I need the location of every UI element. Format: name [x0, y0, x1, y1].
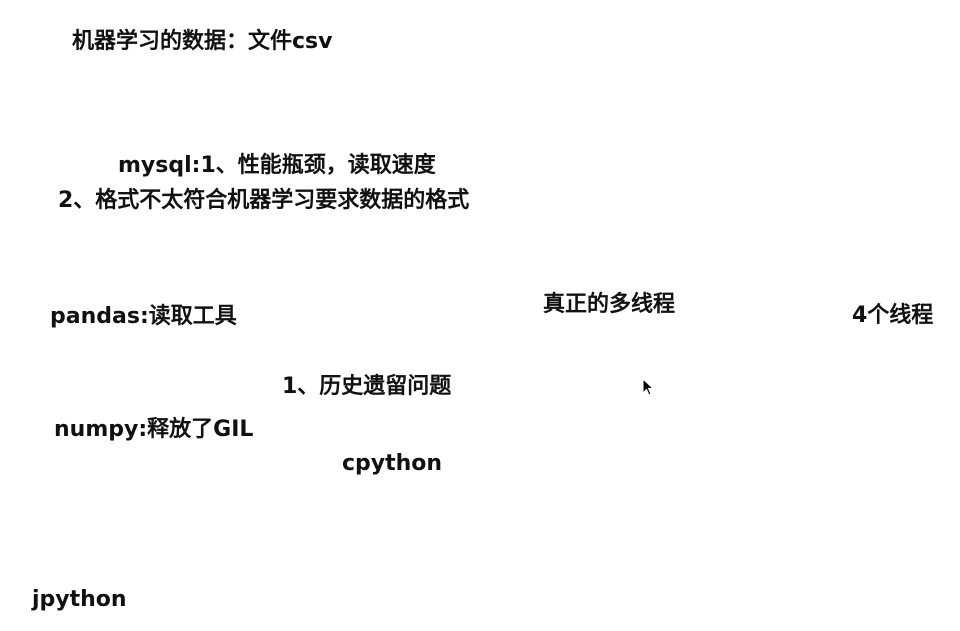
- note-mysql-line1: mysql:1、性能瓶颈，读取速度: [118, 153, 436, 178]
- note-pandas: pandas:读取工具: [50, 304, 237, 329]
- note-true-multithread: 真正的多线程: [543, 292, 676, 317]
- note-history-issue: 1、历史遗留问题: [282, 374, 452, 399]
- note-numpy: numpy:释放了GIL: [54, 417, 254, 442]
- note-jpython: jpython: [32, 587, 127, 612]
- note-mysql-line2: 2、格式不太符合机器学习要求数据的格式: [58, 188, 470, 213]
- note-title: 机器学习的数据：文件csv: [72, 29, 333, 54]
- note-cpython: cpython: [342, 451, 443, 476]
- note-four-threads: 4个线程: [852, 303, 934, 328]
- mouse-pointer-icon: [642, 378, 654, 396]
